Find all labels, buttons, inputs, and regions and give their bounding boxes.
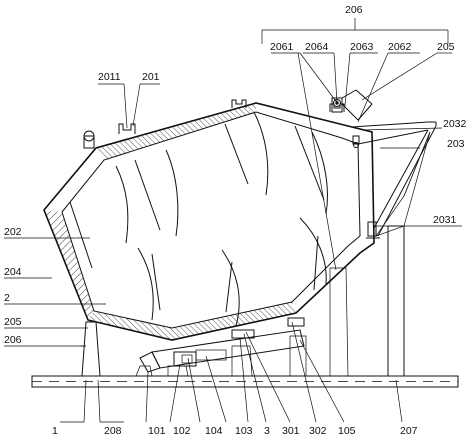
drum-wall-top xyxy=(96,103,256,160)
label-302: 302 xyxy=(309,425,327,437)
label-205-left: 205 xyxy=(4,316,22,328)
label-205-right: 205 xyxy=(437,41,455,53)
label-208: 208 xyxy=(104,425,122,437)
drum-body xyxy=(43,102,375,341)
drum-wall-bottom xyxy=(88,302,296,340)
label-102: 102 xyxy=(173,425,191,437)
label-101: 101 xyxy=(148,425,166,437)
label-2063: 2063 xyxy=(350,41,374,53)
right-pedestal xyxy=(375,131,431,377)
drum-wall-left xyxy=(44,210,94,320)
label-203: 203 xyxy=(447,138,465,150)
drum-mouth xyxy=(351,121,437,237)
label-207: 207 xyxy=(400,425,418,437)
base-rail xyxy=(31,375,459,388)
label-1: 1 xyxy=(52,425,58,437)
label-103: 103 xyxy=(235,425,253,437)
label-2: 2 xyxy=(4,292,10,304)
label-202: 202 xyxy=(4,226,22,238)
top-brackets xyxy=(118,99,345,134)
label-2064: 2064 xyxy=(305,41,329,53)
label-104: 104 xyxy=(205,425,223,437)
label-2011: 2011 xyxy=(98,71,121,83)
label-204: 204 xyxy=(4,266,22,278)
left-support-leg xyxy=(80,321,101,377)
label-301: 301 xyxy=(282,425,300,437)
label-206-top: 206 xyxy=(345,4,363,16)
leader-lines xyxy=(4,52,462,423)
hinge-latch-assembly xyxy=(331,89,373,148)
mixing-blades xyxy=(69,111,328,327)
right-support-leg xyxy=(329,267,349,377)
outlet-seal xyxy=(366,221,380,239)
label-3: 3 xyxy=(264,425,270,437)
label-105: 105 xyxy=(338,425,356,437)
label-2032: 2032 xyxy=(443,118,467,130)
reference-labels: 206 2061 2064 2063 2062 205 2011 201 203… xyxy=(4,4,467,437)
label-201: 201 xyxy=(142,71,160,83)
label-2061: 2061 xyxy=(270,41,294,53)
label-2062: 2062 xyxy=(388,41,412,53)
label-206-left: 206 xyxy=(4,334,22,346)
label-2031: 2031 xyxy=(433,214,457,226)
left-lug xyxy=(83,130,95,149)
label-206-bracket xyxy=(261,18,449,44)
